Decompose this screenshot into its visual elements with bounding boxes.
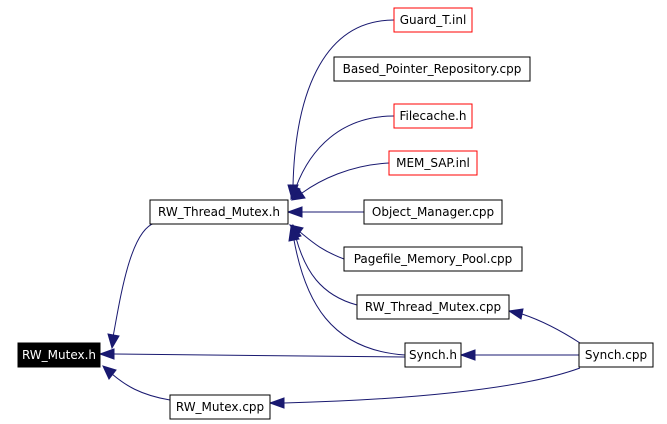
node-based-pointer-repository-cpp[interactable]: Based_Pointer_Repository.cpp bbox=[333, 56, 531, 82]
edge-filecache-h-to-rw-thread-mutex-h bbox=[290, 115, 395, 201]
edge-rw-mutex-cpp-to-rw-mutex-h bbox=[102, 365, 171, 401]
edge-synch-cpp-to-synch-h bbox=[459, 349, 579, 361]
node-object-manager-cpp[interactable]: Object_Manager.cpp bbox=[363, 199, 503, 225]
node-synch-h-label: Synch.h bbox=[409, 348, 457, 362]
node-rw-thread-mutex-h[interactable]: RW_Thread_Mutex.h bbox=[149, 199, 289, 225]
node-synch-cpp-label: Synch.cpp bbox=[585, 348, 647, 362]
edge-object-manager-cpp-to-rw-thread-mutex-h bbox=[286, 206, 364, 218]
node-mem-sap-inl-label: MEM_SAP.inl bbox=[396, 156, 470, 170]
node-filecache-h-label: Filecache.h bbox=[399, 109, 466, 123]
edge-pagefile-memory-pool-cpp-to-rw-thread-mutex-h bbox=[288, 224, 345, 260]
node-rw-thread-mutex-cpp[interactable]: RW_Thread_Mutex.cpp bbox=[356, 294, 510, 320]
edge-mem-sap-inl-to-rw-thread-mutex-h bbox=[290, 162, 390, 201]
node-guard-t-inl-label: Guard_T.inl bbox=[400, 13, 467, 27]
node-rw-thread-mutex-h-label: RW_Thread_Mutex.h bbox=[158, 205, 280, 219]
node-guard-t-inl[interactable]: Guard_T.inl bbox=[393, 7, 473, 33]
node-based-pointer-repository-cpp-label: Based_Pointer_Repository.cpp bbox=[343, 62, 522, 76]
node-rw-thread-mutex-cpp-label: RW_Thread_Mutex.cpp bbox=[365, 300, 501, 314]
node-synch-cpp[interactable]: Synch.cpp bbox=[578, 342, 654, 368]
node-rw-mutex-h-label: RW_Mutex.h bbox=[22, 348, 96, 362]
edge-rw-thread-mutex-h-to-rw-mutex-h bbox=[107, 222, 156, 350]
edge-synch-cpp-to-rw-mutex-cpp bbox=[268, 367, 581, 409]
node-rw-mutex-h[interactable]: RW_Mutex.h bbox=[17, 342, 101, 368]
node-synch-h[interactable]: Synch.h bbox=[404, 342, 462, 368]
node-filecache-h[interactable]: Filecache.h bbox=[393, 103, 473, 129]
node-pagefile-memory-pool-cpp-label: Pagefile_Memory_Pool.cpp bbox=[354, 252, 513, 266]
edge-synch-h-to-rw-mutex-h bbox=[98, 348, 406, 360]
node-object-manager-cpp-label: Object_Manager.cpp bbox=[372, 205, 494, 219]
node-rw-mutex-cpp[interactable]: RW_Mutex.cpp bbox=[169, 394, 271, 420]
node-mem-sap-inl[interactable]: MEM_SAP.inl bbox=[388, 150, 478, 176]
node-rw-mutex-cpp-label: RW_Mutex.cpp bbox=[176, 400, 264, 414]
edge-synch-cpp-to-rw-thread-mutex-cpp bbox=[507, 308, 581, 344]
node-pagefile-memory-pool-cpp[interactable]: Pagefile_Memory_Pool.cpp bbox=[343, 246, 523, 272]
edge-synch-h-to-rw-thread-mutex-h bbox=[288, 225, 406, 356]
